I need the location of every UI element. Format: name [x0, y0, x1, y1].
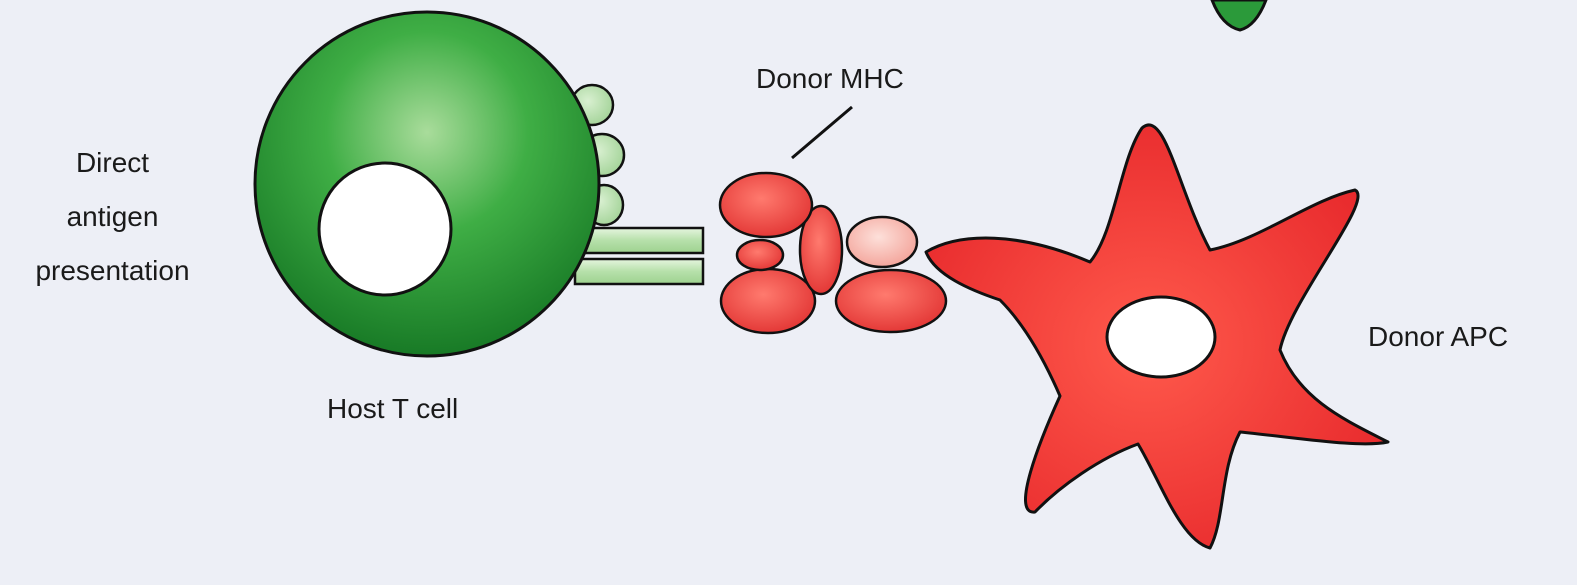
mhc-domain — [836, 270, 946, 332]
host-t-cell-label: Host T cell — [327, 392, 458, 426]
apc-nucleus — [1107, 297, 1215, 377]
donor-mhc-label: Donor MHC — [756, 62, 904, 96]
donor-mhc-leader-line — [792, 107, 852, 158]
donor-apc — [926, 125, 1388, 548]
mhc-light-domain — [847, 217, 917, 267]
host-t-cell — [255, 12, 599, 356]
mechanism-label-line-2: antigen — [10, 190, 215, 244]
receptor-chain — [575, 228, 703, 253]
t-cell-nucleus — [319, 163, 451, 295]
t-cell-receptor — [575, 228, 703, 284]
donor-mhc — [720, 173, 946, 333]
mhc-domain — [721, 269, 815, 333]
mhc-domain — [720, 173, 812, 237]
mechanism-label-line-3: presentation — [10, 244, 215, 298]
partial-t-cell — [1212, 0, 1266, 30]
donor-apc-label: Donor APC — [1368, 320, 1508, 354]
mhc-domain — [737, 240, 783, 270]
mechanism-label: Direct antigen presentation — [10, 136, 215, 298]
receptor-chain — [575, 259, 703, 284]
mechanism-label-line-1: Direct — [10, 136, 215, 190]
